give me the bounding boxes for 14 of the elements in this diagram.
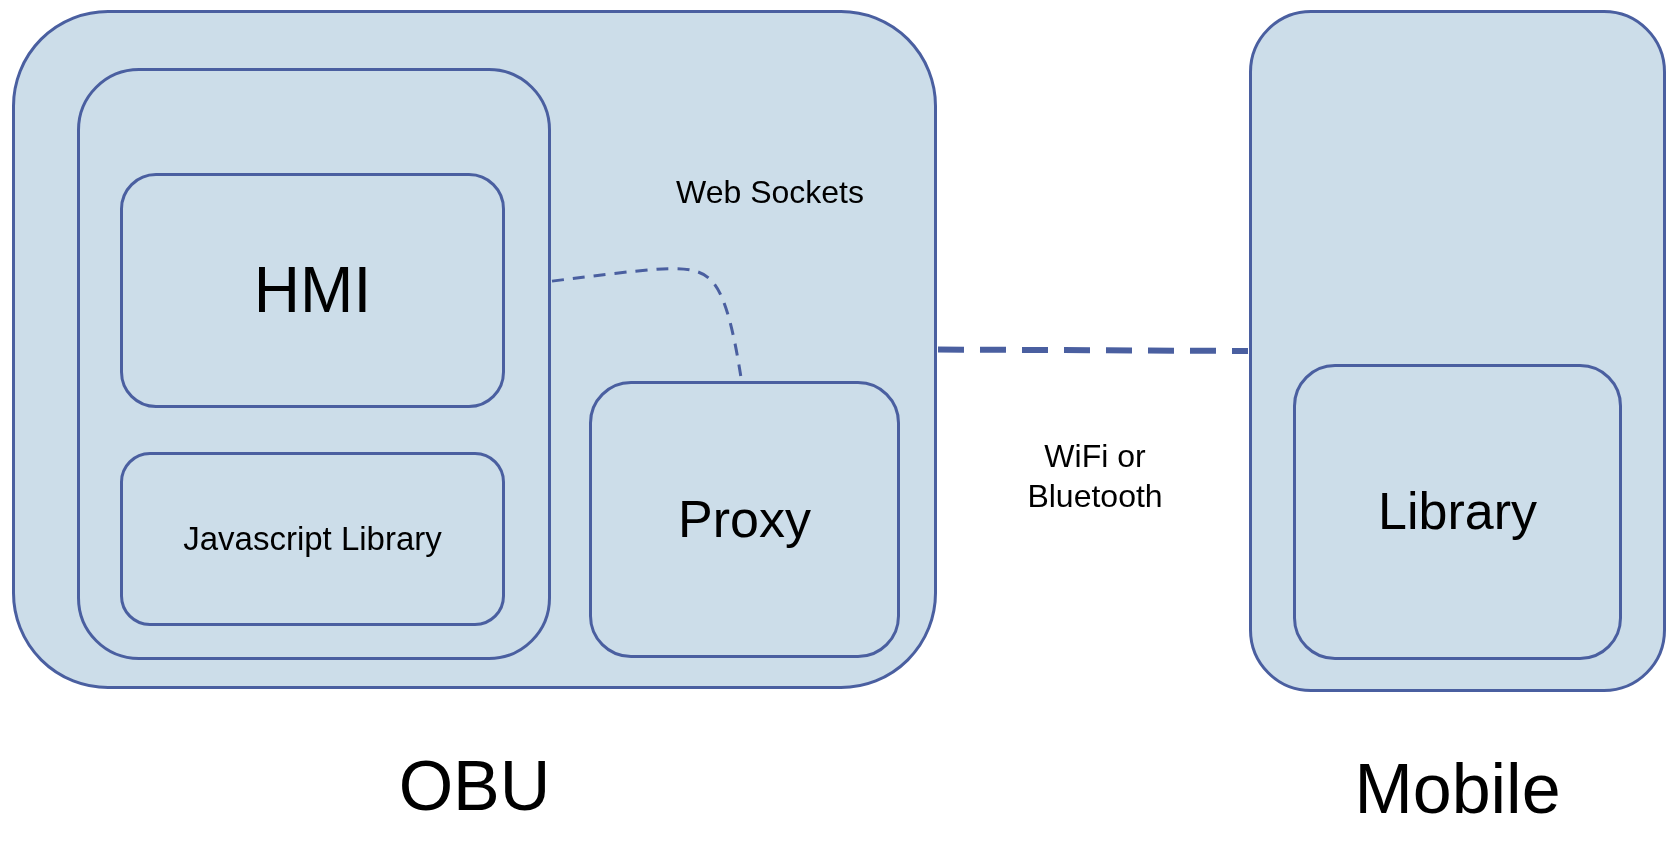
edge-label: WiFi or Bluetooth: [1026, 437, 1164, 516]
device-label: OBU: [397, 748, 552, 825]
component-box: [120, 452, 505, 626]
component-label: Library: [1378, 482, 1537, 542]
container-box: [77, 68, 551, 660]
connector-line: [938, 346, 1248, 354]
component-label: Proxy: [678, 489, 811, 550]
edge-label: Web Sockets: [675, 173, 865, 212]
component-box: [589, 381, 900, 658]
component-box: [120, 173, 505, 408]
component-label: Javascript Library: [183, 520, 442, 558]
device-label: Mobile: [1353, 751, 1562, 828]
component-label: HMI: [253, 253, 372, 328]
component-box: [1293, 364, 1622, 660]
